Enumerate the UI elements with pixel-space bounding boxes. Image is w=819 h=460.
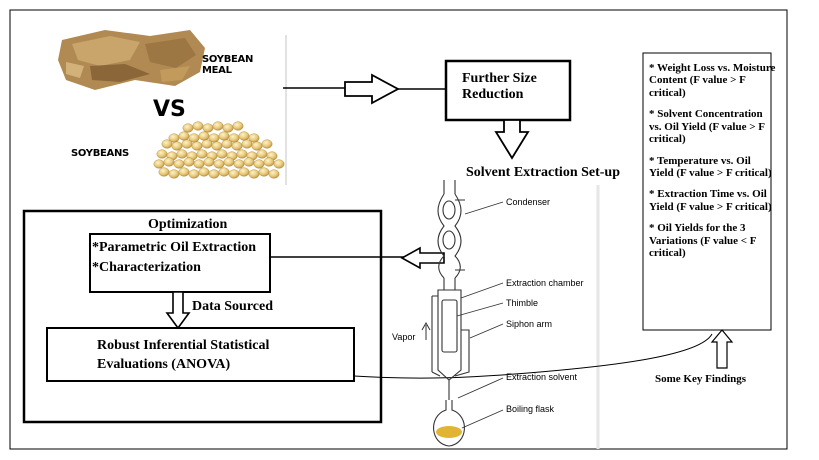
soybean [202,123,214,133]
soybean [228,169,240,179]
soybean [238,131,250,141]
soybean [223,157,235,167]
soybean [263,157,275,167]
vapor-arrow [421,321,431,340]
soybean [212,121,224,131]
soybean [218,131,230,141]
soybean [178,131,190,141]
soybean [183,157,195,167]
soybean [233,159,245,169]
extraction-setup-label: Solvent Extraction Set-up [466,165,620,180]
anova-label-line2: Evaluations (ANOVA) [97,357,231,372]
soybean [222,123,234,133]
size-reduction-box [444,59,572,122]
soybean [232,121,244,131]
soybean [192,121,204,131]
findings-box [642,52,772,331]
soybean [243,157,255,167]
soybean [216,149,228,159]
vapor-label: Vapor [392,332,416,342]
soybean [213,159,225,169]
soybean [176,149,188,159]
soybean [253,159,265,169]
optimization-label: Optimization [148,217,228,232]
characterization-label: *Characterization [92,260,201,275]
soybean [231,141,243,151]
soybean [241,139,253,149]
soybean [161,139,173,149]
soybean [218,167,230,177]
soybean [211,141,223,151]
finding-item: * Solvent Concentration vs. Oil Yield (F… [649,108,765,146]
siphon-arm-label: Siphon arm [506,319,553,329]
apparatus-leader-lines [456,201,504,429]
soxhlet-apparatus [431,180,470,447]
hollow-arrow-right [344,73,400,105]
condenser-label: Condenser [506,197,551,207]
soybean [188,169,200,179]
anova-box [46,327,355,382]
hollow-arrow-data-sourced [165,291,191,330]
hollow-arrow-down [494,119,530,160]
soybean-meal-image [58,30,205,90]
parametric-label: *Parametric Oil Extraction [92,240,257,255]
anova-to-findings-curve [353,333,713,379]
soybean [182,123,194,133]
data-sourced-label: Data Sourced [192,299,274,314]
soybean [258,167,270,177]
soybean [273,159,285,169]
soybean [248,169,260,179]
extraction-solvent-label: Extraction solvent [506,372,578,382]
finding-item: * Temperature vs. Oil Yield (F value > F… [649,154,772,179]
soybean [168,169,180,179]
soybean [196,149,208,159]
soybean [261,139,273,149]
key-findings-label: Some Key Findings [655,373,747,385]
soybean [156,149,168,159]
size-reduction-label: Further Size Reduction [462,71,537,102]
hollow-arrow-up [710,329,734,369]
soybean [236,149,248,159]
soybeans-image [153,121,285,179]
boiling-flask-label: Boiling flask [506,404,555,414]
soybean [171,141,183,151]
soybean [153,159,165,169]
extraction-box [89,233,271,293]
soybean [221,139,233,149]
thimble-label: Thimble [506,298,539,308]
outer-frame [9,9,788,450]
soybean [198,131,210,141]
soybean [256,149,268,159]
soybean [238,167,250,177]
soybean [158,167,170,177]
soybean [251,141,263,151]
finding-item: * Extraction Time vs. Oil Yield (F value… [649,188,772,213]
soybean [178,167,190,177]
boiling-solvent [436,426,462,438]
hollow-arrow-left [400,246,445,270]
soybean [191,141,203,151]
findings-list: * Weight Loss vs. Moisture Content (F va… [649,62,777,268]
finding-item: * Weight Loss vs. Moisture Content (F va… [649,62,776,99]
soybean [163,157,175,167]
extraction-chamber-label: Extraction chamber [506,278,584,288]
soybean [173,159,185,169]
soybean [208,169,220,179]
finding-item: * Oil Yields for the 3 Variations (F val… [649,222,757,260]
versus-label: VS [153,97,186,122]
soybean [193,159,205,169]
soybean [198,167,210,177]
anova-label-line1: Robust Inferential Statistical [97,338,270,353]
soybean [203,157,215,167]
soybean-meal-label: SOYBEAN MEAL [202,54,254,77]
soybeans-label: SOYBEANS [71,148,129,159]
soybean [268,169,280,179]
soybean [201,139,213,149]
soybean [181,139,193,149]
